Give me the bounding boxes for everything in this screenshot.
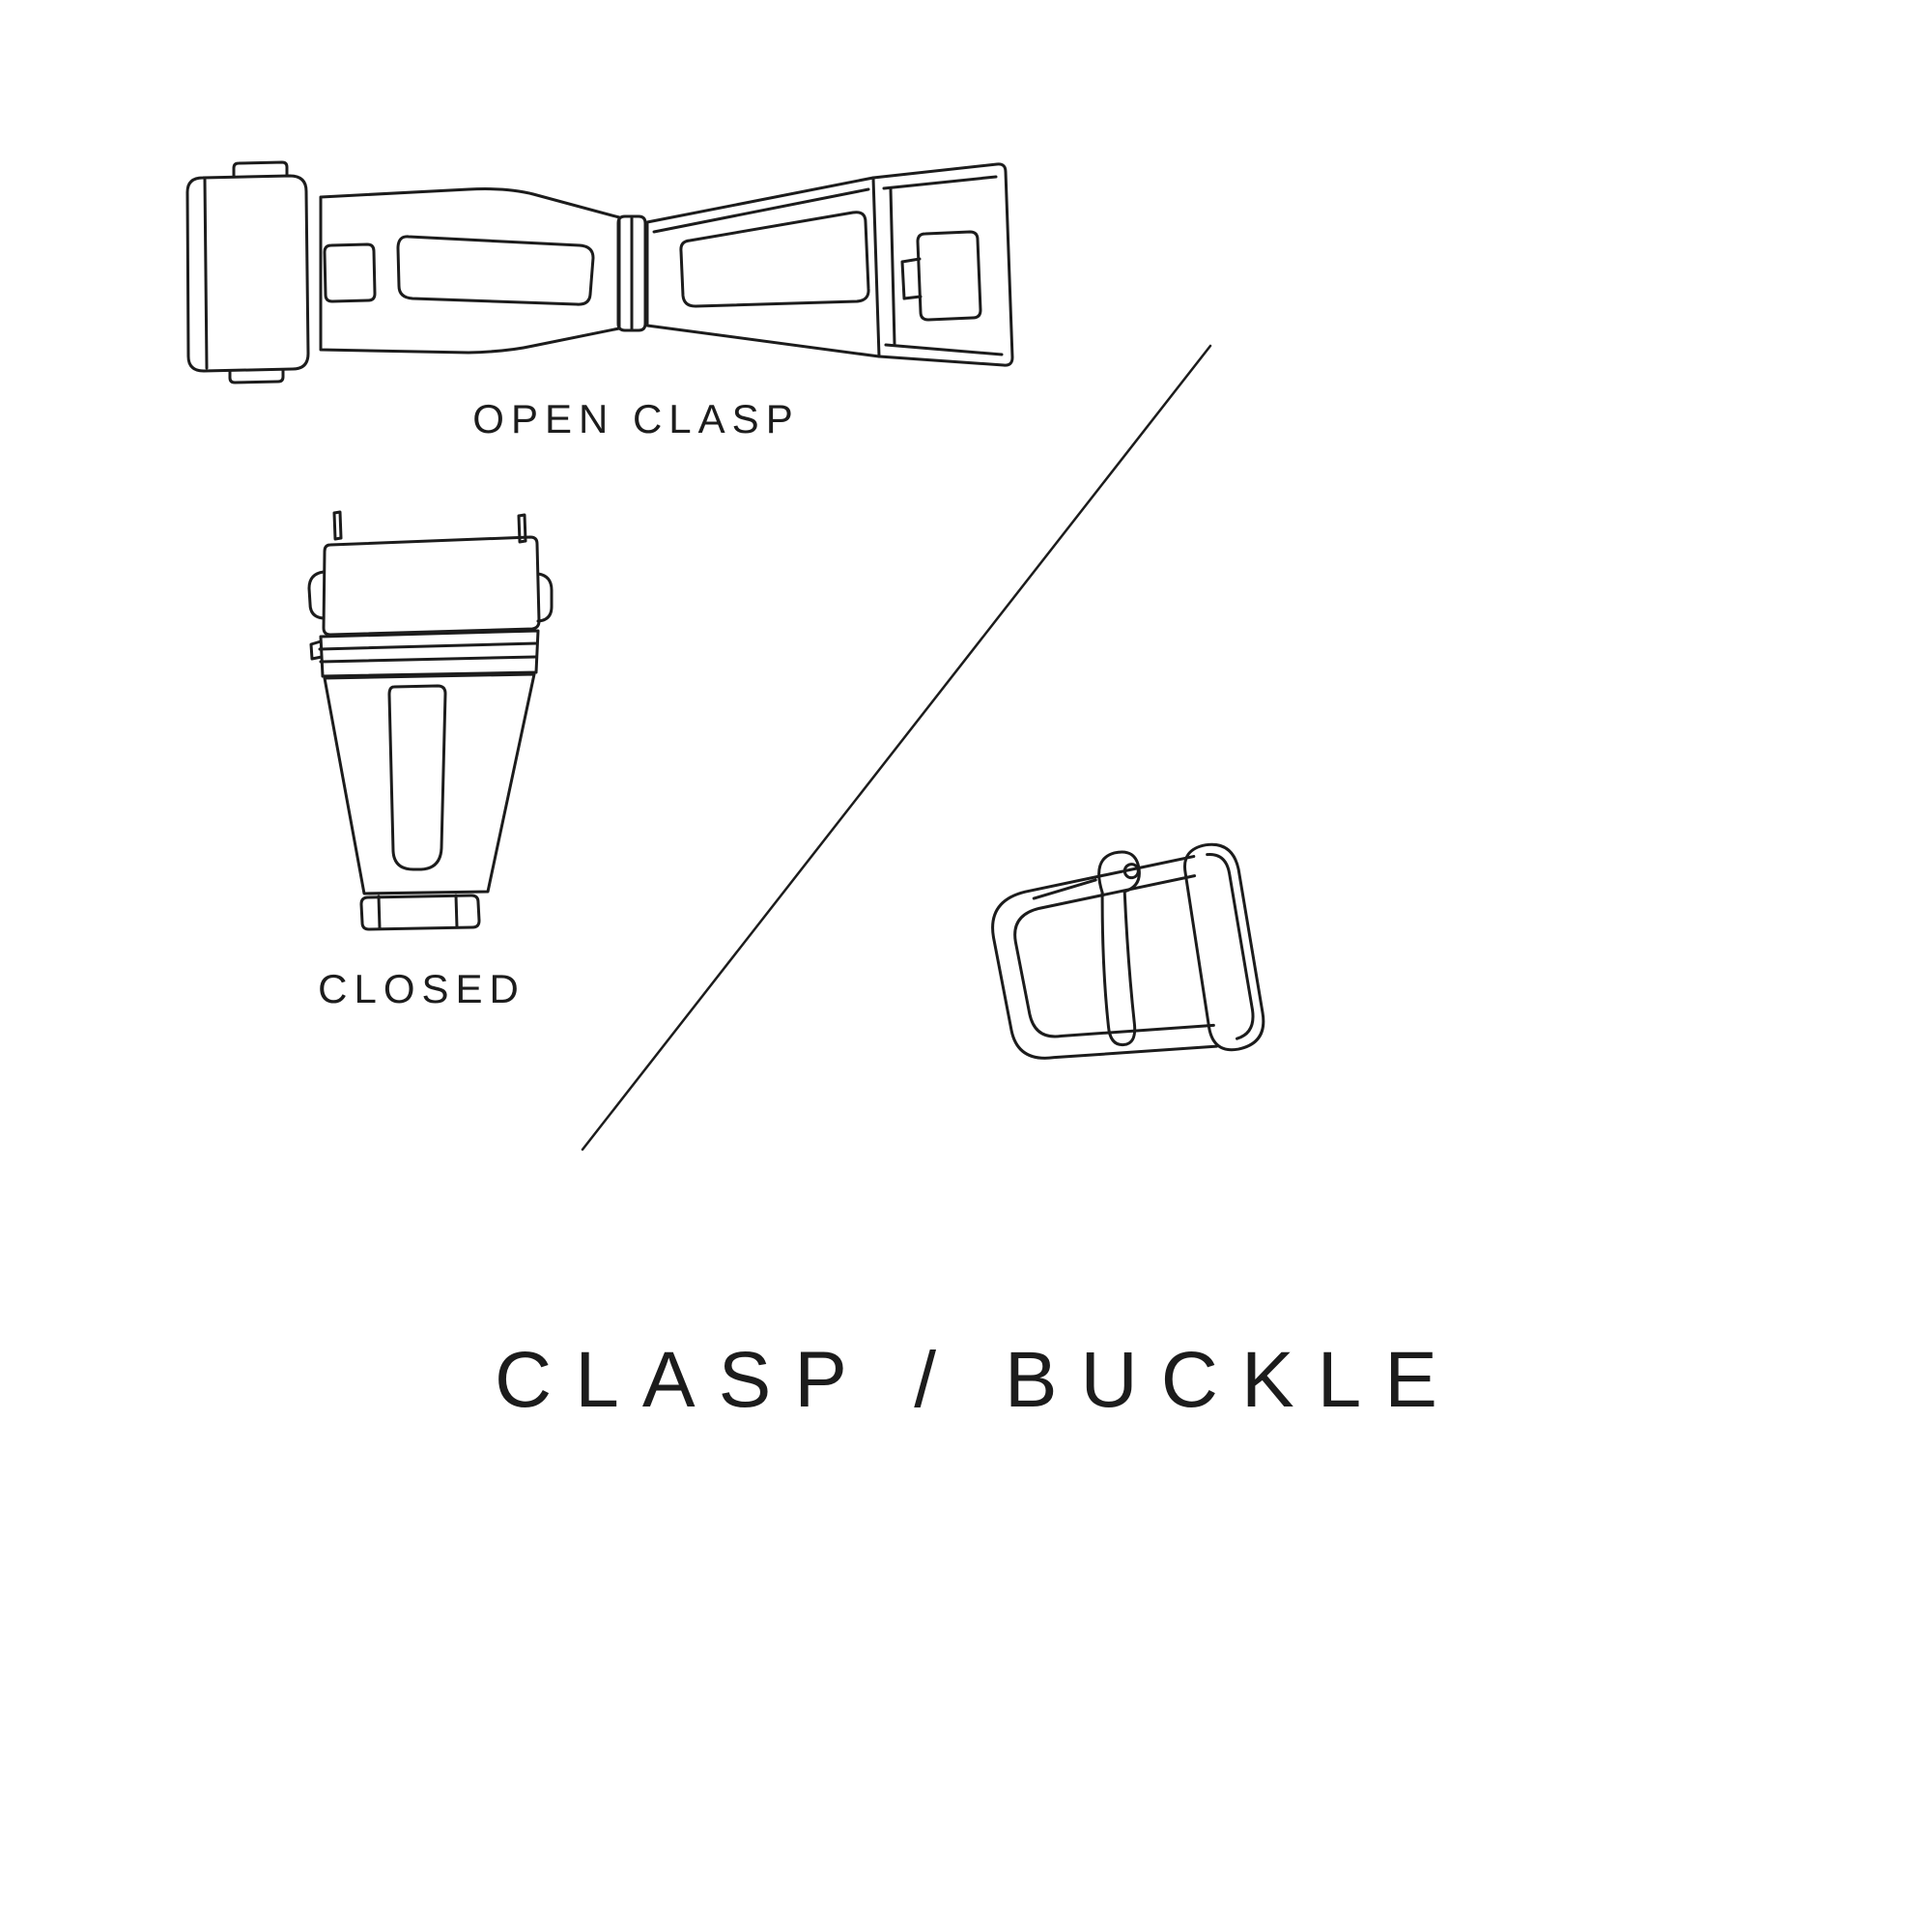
open-clasp-icon — [185, 160, 1014, 384]
tang-buckle-illustration — [956, 829, 1290, 1119]
tang-buckle-icon — [991, 842, 1265, 1060]
closed-clasp-caption: CLOSED — [318, 966, 526, 1011]
page-title: CLASP / BUCKLE — [495, 1336, 1461, 1424]
open-clasp-caption: OPEN CLASP — [472, 396, 800, 441]
closed-clasp-illustration — [298, 510, 558, 935]
open-clasp-illustration — [174, 145, 1024, 386]
closed-clasp-icon — [307, 510, 554, 931]
